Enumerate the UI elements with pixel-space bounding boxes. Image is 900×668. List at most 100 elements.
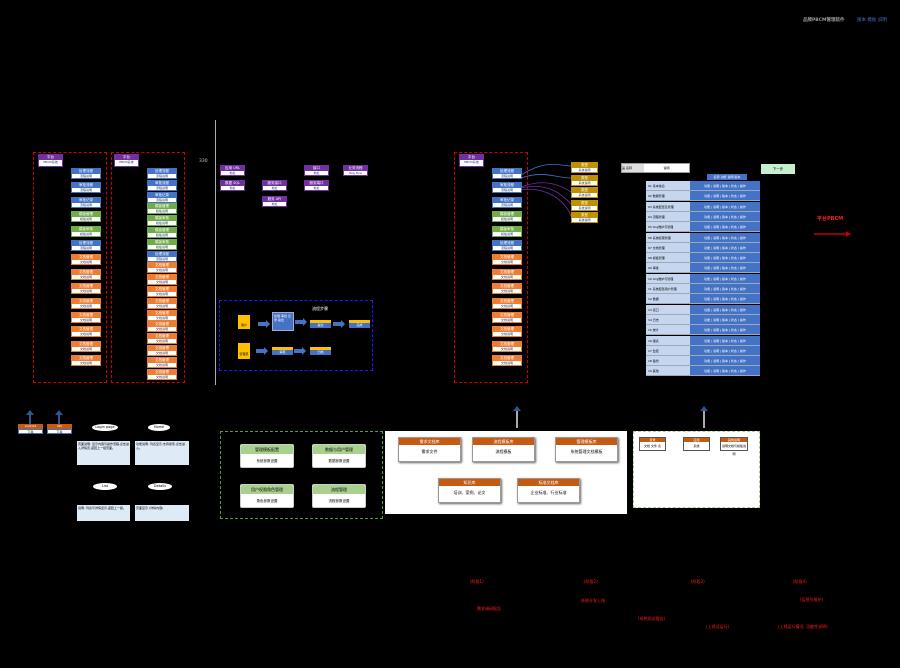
config-card[interactable]: 数据与用户管理数据参数设置 — [312, 444, 366, 468]
module-node[interactable]: 文档管理文档说明 — [71, 340, 101, 352]
module-node[interactable]: 模板管理模板说明 — [147, 227, 177, 238]
table-row[interactable]: 15 统计功能 | 说明 | 版本 | 状态 | 操作 — [646, 325, 760, 336]
config-card[interactable]: 用户权限角色管理角色参数设置 — [240, 484, 294, 508]
module-node[interactable]: 模板管理模板说明 — [71, 211, 101, 223]
module-node[interactable]: 处理流程流程说明 — [492, 240, 522, 251]
library-card[interactable]: 管理模板库系统管理文档模板 — [555, 437, 618, 462]
system-node[interactable]: 类型系统说明 — [571, 212, 598, 223]
module-node[interactable]: 审批流程流程说明 — [492, 182, 522, 194]
other-card[interactable]: 目录文档 文件 表 — [639, 437, 666, 451]
flow-step[interactable]: 提交 — [310, 320, 331, 328]
module-node[interactable]: 模板审核模板说明 — [147, 215, 177, 227]
module-node[interactable]: 文档管理文档说明 — [147, 356, 177, 368]
system-node[interactable]: 类型系统说明 — [571, 187, 598, 198]
table-row[interactable]: 16 报表功能 | 说明 | 版本 | 状态 | 操作 — [646, 335, 760, 346]
module-node[interactable]: 处理流程流程说明 — [147, 168, 177, 179]
module-node[interactable]: 文档管理文档说明 — [71, 254, 101, 266]
system-node[interactable]: 类型系统说明 — [571, 174, 598, 186]
screen-oval[interactable]: List — [93, 483, 117, 490]
table-row[interactable]: 19 其他功能 | 说明 | 版本 | 状态 | 操作 — [646, 366, 760, 377]
module-node[interactable]: 文档管理文档说明 — [71, 326, 101, 338]
screen-oval[interactable]: Home — [148, 424, 170, 431]
module-node[interactable]: 文档管理文档说明 — [147, 368, 177, 380]
module-node[interactable]: 文档管理文档说明 — [71, 283, 101, 295]
interface-node[interactable]: 服务接口地址 — [262, 180, 287, 191]
module-node[interactable]: 模板审核模板说明 — [492, 225, 522, 237]
module-node[interactable]: 审批流程流程说明 — [147, 179, 177, 191]
interface-node[interactable]: 接口地址 — [304, 165, 329, 176]
table-row[interactable]: 07 文档管理功能 | 说明 | 版本 | 状态 | 操作 — [646, 242, 760, 253]
screen-oval[interactable]: Details — [148, 483, 172, 490]
library-card[interactable]: 知识库培训、案例、论文 — [438, 478, 501, 503]
module-node[interactable]: 模板审核模板说明 — [71, 225, 101, 237]
top-link[interactable]: 版本 模板 说明 — [857, 18, 887, 23]
flow-step[interactable]: 审核 — [272, 347, 293, 355]
table-row[interactable]: 12 数据功能 | 说明 | 版本 | 状态 | 操作 — [646, 294, 760, 305]
table-row[interactable]: 11 系统配置用户管理功能 | 说明 | 版本 | 状态 | 操作 — [646, 284, 760, 294]
table-row[interactable]: 09 审批功能 | 说明 | 版本 | 状态 | 操作 — [646, 263, 760, 274]
module-node[interactable]: 文档管理文档说明 — [71, 355, 101, 367]
module-node[interactable]: 处理流程流程说明 — [147, 250, 177, 262]
module-node[interactable]: 处理流程流程说明 — [492, 168, 522, 179]
table-row[interactable]: 18 备份功能 | 说明 | 版本 | 状态 | 操作 — [646, 356, 760, 367]
module-node[interactable]: 文档管理文档说明 — [492, 355, 522, 367]
module-node[interactable]: 审批记录流程说明 — [147, 191, 177, 203]
module-node[interactable]: 文档管理文档说明 — [71, 268, 101, 280]
module-node[interactable]: 审批记录流程说明 — [71, 196, 101, 208]
screen-oval[interactable]: Login page — [92, 424, 118, 431]
library-card[interactable]: 标准文档库企业标准、行业标准 — [517, 478, 580, 503]
module-node[interactable]: 文档管理文档说明 — [492, 312, 522, 323]
config-card[interactable]: 管理模板配置系统参数设置 — [240, 444, 294, 468]
module-node[interactable]: 文档管理文档说明 — [71, 312, 101, 323]
library-card[interactable]: 需求文档库需求文件 — [398, 437, 461, 462]
module-node[interactable]: 审批记录流程说明 — [492, 196, 522, 208]
table-row[interactable]: 04 流程管理功能 | 说明 | 版本 | 状态 | 操作 — [646, 211, 760, 222]
flow-step[interactable]: 归档 — [310, 347, 331, 355]
module-node[interactable]: 文档管理文档说明 — [492, 297, 522, 309]
module-node[interactable]: 处理流程流程说明 — [71, 168, 101, 179]
table-row[interactable]: 08 模板管理功能 | 说明 | 版本 | 状态 | 操作 — [646, 253, 760, 264]
module-node[interactable]: 处理流程流程说明 — [71, 240, 101, 251]
table-row[interactable]: 05 Org维护与管理功能 | 说明 | 版本 | 状态 | 操作 — [646, 222, 760, 233]
config-card[interactable]: 流程管理流程参数设置 — [312, 484, 366, 508]
module-node[interactable]: 文档管理文档说明 — [147, 262, 177, 274]
module-node[interactable]: 文档管理文档说明 — [492, 326, 522, 338]
module-node[interactable]: 文档管理文档说明 — [71, 297, 101, 309]
module-node[interactable]: 模板管理模板说明 — [492, 211, 522, 223]
other-card[interactable]: 其他说明说明文档与模板说明 — [720, 437, 748, 456]
module-node[interactable]: 文档管理文档说明 — [147, 286, 177, 297]
module-node[interactable]: 文档管理文档说明 — [147, 333, 177, 345]
table-row[interactable]: 10 Org维护与管理功能 | 说明 | 版本 | 状态 | 操作 — [646, 273, 760, 284]
table-row[interactable]: 14 日志功能 | 说明 | 版本 | 状态 | 操作 — [646, 314, 760, 325]
table-row[interactable]: 02 数据管理功能 | 说明 | 版本 | 状态 | 操作 — [646, 191, 760, 202]
module-node[interactable]: 文档管理文档说明 — [492, 340, 522, 352]
module-node[interactable]: 模板审核模板说明 — [147, 238, 177, 250]
interface-node[interactable]: 服务端口地址 — [304, 180, 329, 191]
system-node[interactable]: 类型系统说明 — [571, 199, 598, 211]
flow-step[interactable]: 完成 — [349, 320, 370, 328]
module-node[interactable]: 文档管理文档说明 — [147, 321, 177, 333]
module-node[interactable]: 文档管理文档说明 — [147, 297, 177, 309]
module-node[interactable]: 文档管理文档说明 — [492, 268, 522, 280]
table-row[interactable]: 13 接口功能 | 说明 | 版本 | 状态 | 操作 — [646, 304, 760, 315]
table-row[interactable]: 03 系统配置及管理功能 | 说明 | 版本 | 状态 | 操作 — [646, 201, 760, 212]
module-node[interactable]: 文档管理文档说明 — [147, 345, 177, 356]
library-card[interactable]: 流程模板库流程模板 — [472, 437, 535, 462]
table-row[interactable]: 06 系统权限管理功能 | 说明 | 版本 | 状态 | 操作 — [646, 232, 760, 243]
other-card[interactable]: 应用系统 — [683, 437, 710, 451]
module-node[interactable]: 文档管理文档说明 — [147, 309, 177, 321]
table-row[interactable]: 01 基本信息功能 | 说明 | 版本 | 状态 | 操作 — [646, 181, 760, 191]
module-node[interactable]: 文档管理文档说明 — [492, 283, 522, 295]
module-node[interactable]: 模板管理模板说明 — [147, 203, 177, 215]
next-button[interactable]: 下一步 — [761, 164, 795, 174]
module-node[interactable]: 文档管理文档说明 — [147, 274, 177, 286]
